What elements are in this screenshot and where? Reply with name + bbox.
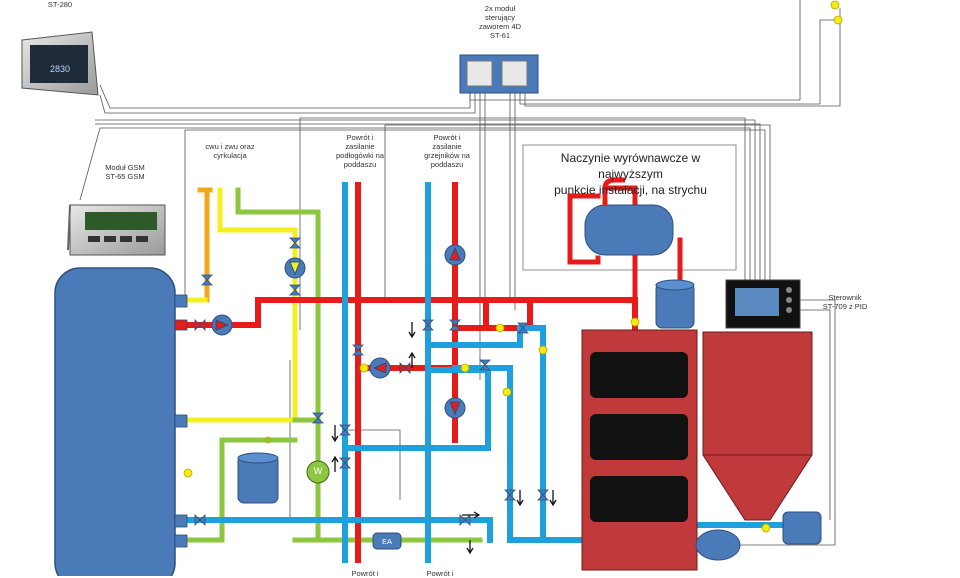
- sensors: [183, 0, 843, 533]
- pellet-hopper: [702, 331, 813, 521]
- ea-label: EA: [381, 537, 392, 546]
- flow-arrows: [331, 322, 557, 555]
- gsm-module: [67, 204, 166, 256]
- gsm-module-label: Moduł GSM ST-65 GSM: [105, 163, 145, 181]
- sterownik-label: Sterownik ST-709 z PID: [822, 293, 868, 311]
- ea-filter: [372, 532, 402, 550]
- bottom-label-left: Powrót i: [351, 569, 379, 578]
- bottom-label-right: Powrót i: [426, 569, 454, 578]
- module-4d-label: 2x moduł sterujący zaworem 4D ST-61: [478, 4, 522, 40]
- pumps: [211, 244, 466, 484]
- boiler-door-3: [590, 476, 688, 522]
- pump-icon: [306, 460, 330, 484]
- naczynie-label: Naczynie wyrównawcze w najwyższym punkci…: [554, 151, 707, 197]
- w-label: W: [313, 466, 323, 476]
- expansion-vessel: [584, 204, 674, 256]
- mixing-valves: [479, 322, 529, 371]
- svg-text:2830: 2830: [50, 64, 70, 74]
- boiler-door-1: [590, 352, 688, 398]
- grzejniki-label: Powrót i zasilanie grzejników na poddasz…: [424, 133, 470, 169]
- valves: [194, 237, 549, 526]
- tank-connectors: [174, 294, 188, 548]
- feeder-motor: [782, 511, 822, 545]
- cwu-label: cwu i zwu oraz cyrkulacja: [205, 142, 255, 160]
- st709-controller: [725, 279, 801, 329]
- expansion-vessel-frame: [522, 144, 737, 271]
- st280-label: ST-280: [47, 0, 73, 9]
- buffer-tank: [54, 267, 176, 576]
- st280-panel: 2830: [21, 31, 99, 96]
- vessel-pipe-loop: [602, 177, 625, 205]
- boiler-door-2: [590, 414, 688, 460]
- fan: [695, 529, 741, 561]
- podlogowka-label: Powrót i zasilanie podłogówki na poddasz…: [336, 133, 384, 169]
